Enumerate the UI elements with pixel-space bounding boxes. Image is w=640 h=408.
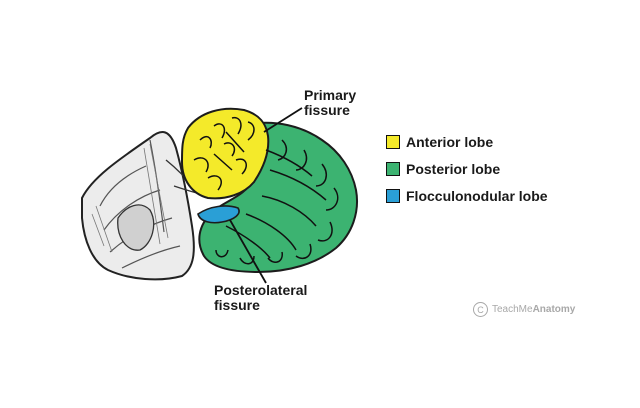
primary-fissure-line2: fissure [304, 102, 350, 118]
legend-label: Flocculonodular lobe [406, 188, 548, 204]
primary-fissure-leader [263, 107, 303, 133]
posterolateral-fissure-line2: fissure [214, 297, 260, 313]
legend-item-flocculonodular: Flocculonodular lobe [386, 184, 548, 208]
legend: Anterior lobe Posterior lobe Flocculonod… [386, 130, 548, 211]
posterolateral-fissure-label: Posterolateral fissure [214, 283, 324, 313]
legend-label: Anterior lobe [406, 134, 494, 150]
anterior-lobe [180, 107, 270, 200]
posterolateral-fissure-leader [229, 219, 267, 284]
legend-label: Posterior lobe [406, 161, 501, 177]
copyright-icon: C [473, 302, 488, 317]
watermark-text-light: TeachMe [492, 304, 533, 315]
legend-item-posterior: Posterior lobe [386, 157, 548, 181]
legend-swatch [386, 162, 400, 176]
legend-swatch [386, 189, 400, 203]
brainstem [81, 131, 211, 281]
legend-item-anterior: Anterior lobe [386, 130, 548, 154]
primary-fissure-line1: Primary [304, 87, 357, 103]
primary-fissure-label: Primary fissure [304, 88, 374, 118]
legend-swatch [386, 135, 400, 149]
posterolateral-fissure-line1: Posterolateral [214, 282, 308, 298]
flocculonodular-lobe [197, 205, 240, 224]
watermark-text-bold: Anatomy [532, 304, 576, 315]
folia [193, 116, 339, 265]
